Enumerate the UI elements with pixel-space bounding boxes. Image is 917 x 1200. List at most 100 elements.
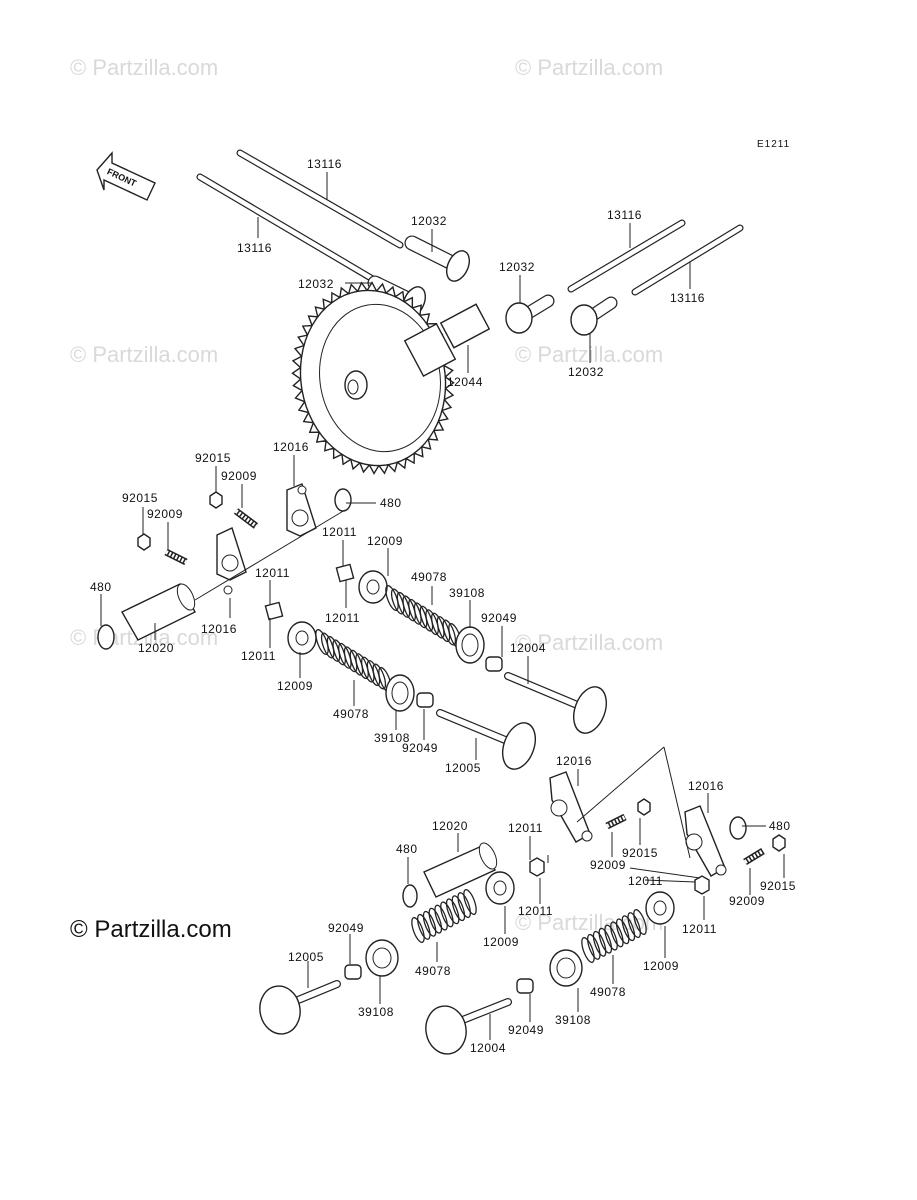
collar-12011[interactable] [694,875,710,895]
exhaust-valve-12004[interactable] [422,998,512,1057]
adjust-screw-92009[interactable] [605,813,627,830]
valve-spring-49078[interactable] [579,908,648,964]
collar-12011[interactable] [529,857,545,877]
part-label: 39108 [555,1013,591,1027]
part-label: 480 [396,842,418,856]
circlip-480[interactable] [729,816,747,840]
part-label: 12016 [201,622,237,636]
part-label: 12011 [508,821,543,835]
circlip-480[interactable] [97,624,115,650]
adjust-screw-92009[interactable] [233,508,259,529]
rocker-arm-12016[interactable] [684,805,727,877]
stem-seal-92049[interactable] [485,656,503,672]
part-label: 49078 [415,964,451,978]
part-label: 12016 [556,754,592,768]
part-label: 92009 [590,858,626,872]
part-label: 92015 [195,451,231,465]
part-label: 92015 [622,846,658,860]
spring-retainer-12009[interactable] [358,570,388,604]
part-label: 12009 [483,935,519,949]
collar-12011[interactable] [264,601,284,621]
stem-seal-92049[interactable] [516,978,534,994]
intake-valve-12005[interactable] [436,709,541,774]
spring-retainer-12009[interactable] [485,871,515,905]
spring-seat-39108[interactable] [455,626,485,664]
rocker-arm-12016[interactable] [216,527,247,595]
spring-coil [417,913,431,940]
spring-seat-39108[interactable] [365,939,399,977]
camshaft-12044[interactable] [278,270,491,486]
push-rod-13116[interactable] [196,173,397,295]
tappet-12032[interactable] [404,235,474,285]
part-label: 13116 [670,291,705,305]
part-label: 12009 [643,959,679,973]
spring-retainer-12009[interactable] [287,621,317,655]
exhaust-valve-12004[interactable] [504,672,612,738]
valve-spring-49078[interactable] [409,888,478,944]
part-label: 92015 [122,491,158,505]
spring-coil [615,918,630,945]
part-label: 12016 [688,779,724,793]
spring-coil [604,924,618,951]
part-label: 92009 [221,469,257,483]
adjust-screw-92009[interactable] [164,548,188,566]
part-label: 12032 [298,277,334,291]
valve-spring-49078[interactable] [383,584,463,650]
spring-coil [598,927,613,954]
part-label: 12005 [445,761,481,775]
rocker-arm-12016[interactable] [549,771,593,843]
stem-seal-92049[interactable] [416,692,434,708]
push-rod-13116[interactable] [236,149,404,249]
front-arrow-icon: FRONT [96,151,156,201]
spring-coil [413,602,428,629]
stem-seal-92049[interactable] [344,964,362,980]
part-label: 12011 [241,649,276,663]
part-label: 13116 [307,157,342,171]
spring-coil [627,912,641,939]
part-label: 92009 [729,894,765,908]
nut-92015[interactable] [209,491,223,509]
part-label: 39108 [449,586,485,600]
tappet-12032[interactable] [570,296,618,336]
part-label: 39108 [358,1005,394,1019]
spring-coil [343,646,358,673]
push-rod-13116[interactable] [567,219,686,293]
nut-92015[interactable] [772,834,786,852]
part-label: 12020 [432,819,468,833]
spring-coil [581,937,595,963]
part-label: 92015 [760,879,796,893]
watermark-text: © Partzilla.com [70,342,218,367]
part-label: 12005 [288,950,324,964]
rocker-arm-12016[interactable] [286,483,317,537]
spring-coil [451,895,466,922]
circlip-480[interactable] [402,884,418,908]
spring-coil [463,889,477,915]
watermark-text: © Partzilla.com [515,342,663,367]
spring-seat-39108[interactable] [549,949,583,987]
circlip-480[interactable] [334,488,352,512]
part-label: 12016 [273,440,309,454]
adjust-screw-92009[interactable] [743,848,765,865]
spring-coil [434,904,448,931]
part-label: 12009 [367,534,403,548]
rocker-shaft-12020[interactable] [423,840,500,898]
spring-seat-39108[interactable] [385,674,415,712]
collar-12011[interactable] [335,563,355,583]
intake-valve-12005[interactable] [256,980,341,1037]
part-label: 92049 [328,921,364,935]
spring-coil [436,616,451,643]
nut-92015[interactable] [137,533,151,551]
tappet-12032[interactable] [505,294,555,334]
spring-coil [633,909,647,935]
part-label: 13116 [607,208,642,222]
part-label: 12011 [682,922,717,936]
valve-spring-49078[interactable] [313,628,393,694]
diagram-ref-code: E1211 [757,139,790,150]
part-label: 12004 [510,641,546,655]
part-label: 12020 [138,641,174,655]
nut-92015[interactable] [637,798,651,816]
part-label: 92009 [147,507,183,521]
rocker-shaft-12020[interactable] [121,581,198,641]
push-rod-13116[interactable] [631,224,744,296]
spring-retainer-12009[interactable] [645,891,675,925]
